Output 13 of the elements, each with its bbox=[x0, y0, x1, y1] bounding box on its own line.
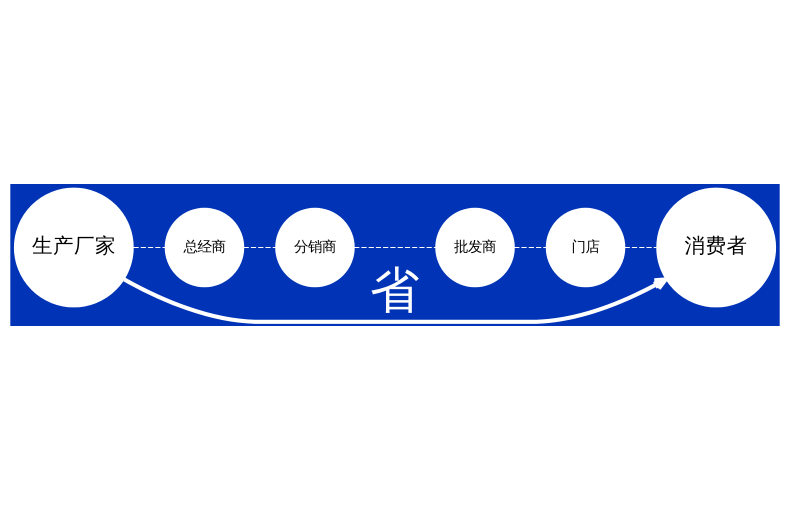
node-circle: 总经商 bbox=[164, 208, 244, 288]
connector bbox=[624, 247, 656, 248]
arrow bbox=[123, 277, 668, 324]
node-circle: 消费者 bbox=[656, 188, 776, 308]
edge-label: 省 bbox=[370, 260, 420, 319]
node-circle: 批发商 bbox=[435, 208, 515, 288]
node-circle: 分销商 bbox=[275, 208, 355, 288]
connector bbox=[134, 247, 166, 248]
connector bbox=[244, 247, 276, 248]
node-circle: 门店 bbox=[546, 208, 626, 288]
connector bbox=[354, 247, 436, 248]
node-circle: 生产厂家 bbox=[14, 188, 134, 308]
connector bbox=[514, 247, 546, 248]
